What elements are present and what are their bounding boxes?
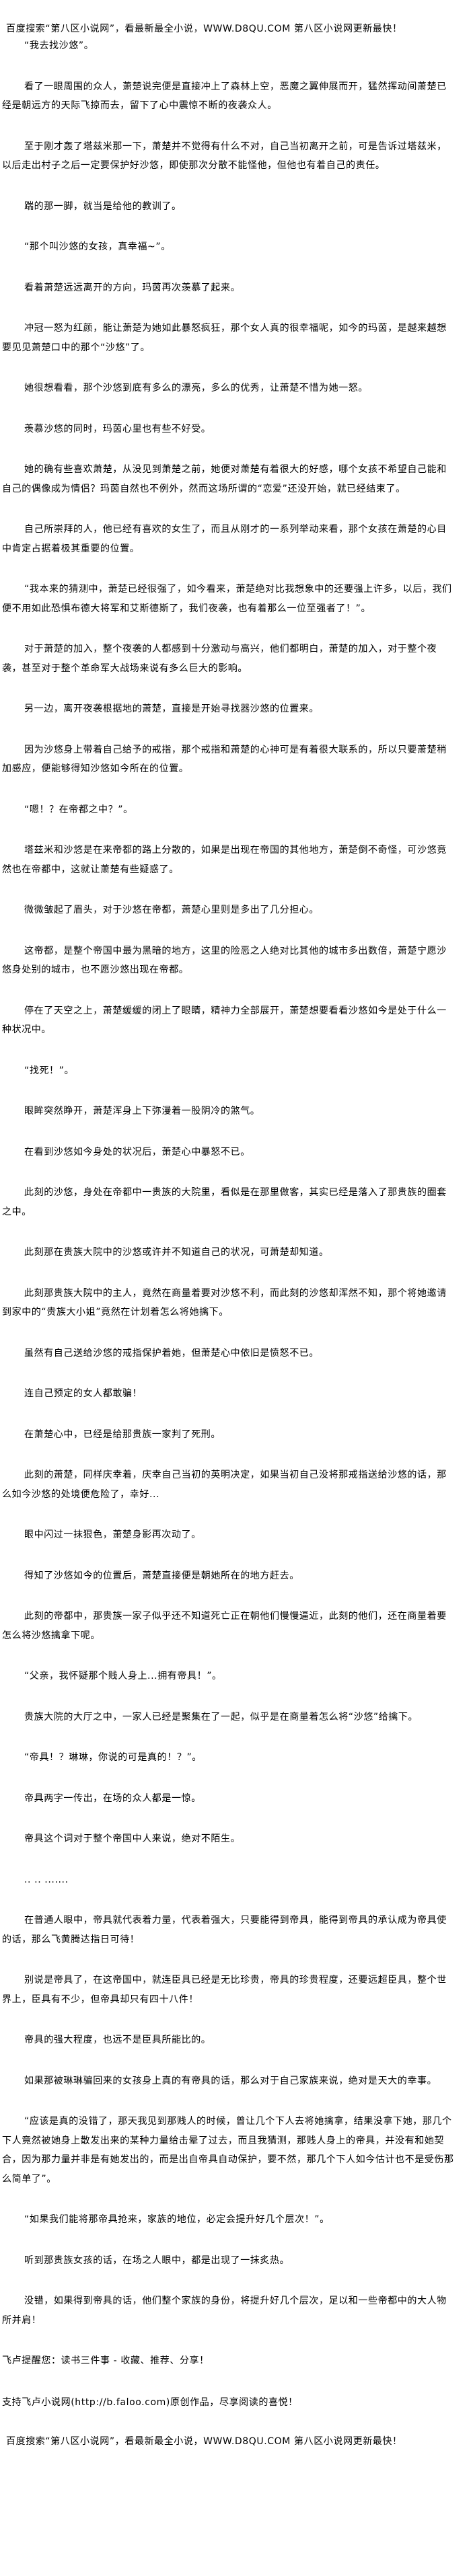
chapter-body: “我去找沙悠”。看了一眼周围的众人，萧楚说完便是直接冲上了森林上空，恶魔之翼伸展… — [2, 36, 455, 2330]
paragraph: 因为沙悠身上带着自己给予的戒指，那个戒指和萧楚的心神可是有着很大联系的，所以只要… — [2, 744, 447, 775]
paragraph: 此刻那贵族大院中的主人，竟然在商量着要对沙悠不利，而此刻的沙悠却浑然不知，那个将… — [2, 1287, 447, 1318]
paragraph: 塔兹米和沙悠是在来帝都的路上分散的，如果是出现在帝国的其他地方，萧楚倒不奇怪，可… — [2, 845, 447, 875]
paragraph: 对于萧楚的加入，整个夜袭的人都感到十分激动与高兴，他们都明白，萧楚的加入，对于整… — [2, 644, 437, 674]
faloo-reminder: 飞卢提醒您：读书三件事 - 收藏、推荐、分享！ — [2, 2355, 209, 2366]
site-notice-top: 百度搜索“第八区小说网”，看最新最全小说，WWW.D8QU.COM 第八区小说网… — [6, 24, 402, 34]
paragraph: “嗯！？在帝都之中？”。 — [24, 804, 133, 815]
paragraph: 此刻的沙悠，身处在帝都中一贵族的大院里，看似是在那里做客，其实已经是落入了那贵族… — [2, 1187, 447, 1217]
paragraph: 看着萧楚远远离开的方向，玛茵再次羡慕了起来。 — [24, 282, 241, 293]
site-notice-bottom: 百度搜索“第八区小说网”，看最新最全小说，WWW.D8QU.COM 第八区小说网… — [6, 2436, 402, 2447]
paragraph: 帝具两字一传出，在场的众人都是一惊。 — [24, 1792, 201, 1804]
paragraph: 在普通人眼中，帝具就代表着力量，代表着强大，只要能得到帝具，能得到帝具的承认成为… — [2, 1915, 447, 1945]
paragraph: 没错，如果得到帝具的话，他们整个家族的身份，将提升好几个层次，足以和一些帝都中的… — [2, 2296, 447, 2326]
paragraph: 看了一眼周围的众人，萧楚说完便是直接冲上了森林上空，恶魔之翼伸展而开，猛然挥动间… — [2, 81, 447, 112]
paragraph: 至于刚才轰了塔兹米那一下，萧楚并不觉得有什么不对，自己当初离开之前，可是告诉过塔… — [2, 141, 447, 172]
paragraph: 得知了沙悠如今的位置后，萧楚直接便是朝她所在的地方赶去。 — [24, 1570, 299, 1581]
paragraph: 在看到沙悠如今身处的状况后，萧楚心中暴怒不已。 — [24, 1146, 250, 1158]
paragraph: 在萧楚心中，已经是给那贵族一家判了死刑。 — [24, 1429, 221, 1440]
paragraph: 冲冠一怒为红颜，能让萧楚为她如此暴怒疯狂，那个女人真的很幸福呢，如今的玛茵，是越… — [2, 323, 447, 353]
paragraph: 帝具这个词对于整个帝国中人来说，绝对不陌生。 — [24, 1833, 241, 1844]
faloo-support-text: 支持飞卢小说网(http://b.faloo.com)原创作品，尽享阅读的喜悦！ — [2, 2396, 298, 2408]
paragraph: “帝具！？琳琳，你说的可是真的！？”。 — [24, 1752, 202, 1763]
paragraph: 听到那贵族女孩的话，在场之人眼中，都是出现了一抹炙热。 — [24, 2255, 290, 2266]
paragraph: .. .. ....... — [24, 1874, 69, 1885]
paragraph: 贵族大院的大厅之中，一家人已经是聚集在了一起，似乎是在商量着怎么将“沙悠”给擒下… — [24, 1711, 419, 1722]
paragraph: 踹的那一脚，就当是给他的教训了。 — [24, 200, 182, 212]
paragraph: 此刻那在贵族大院中的沙悠或许并不知道自己的状况，可萧楚却知道。 — [24, 1247, 329, 1258]
paragraph: 她很想看看，那个沙悠到底有多么的漂亮，多么的优秀，让萧楚不惜为她一怒。 — [24, 383, 368, 393]
paragraph: 眼中闪过一抹狠色，萧楚身影再次动了。 — [24, 1529, 201, 1540]
paragraph: 此刻的萧楚，同样庆幸着，庆幸自己当初的英明决定，如果当初自己没将那戒指送给沙悠的… — [2, 1470, 447, 1500]
paragraph: 微微皱起了眉头，对于沙悠在帝都，萧楚心里则是多出了几分担心。 — [24, 905, 319, 915]
paragraph: 另一边，离开夜袭根据地的萧楚，直接是开始寻找器沙悠的位置来。 — [24, 704, 319, 714]
paragraph: 别说是帝具了，在这帝国中，就连臣具已经是无比珍贵，帝具的珍贵程度，还要远超臣具，… — [2, 1975, 447, 2005]
paragraph: 虽然有自己送给沙悠的戒指保护着她，但萧楚心中依旧是愤怒不已。 — [24, 1347, 319, 1359]
paragraph: 这帝都，是整个帝国中最为黑暗的地方，这里的险恶之人绝对比其他的城市多出数倍，萧楚… — [2, 945, 447, 976]
paragraph: 如果那被琳琳骗回来的女孩身上真的有帝具的话，那么对于自己家族来说，绝对是天大的幸… — [24, 2075, 437, 2086]
paragraph: 自己所崇拜的人，他已经有喜欢的女生了，而且从刚才的一系列举动来看，那个女孩在萧楚… — [2, 524, 447, 554]
paragraph: “那个叫沙悠的女孩，真幸福~”。 — [24, 241, 171, 252]
paragraph: “父亲，我怀疑那个贱人身上...拥有帝具！”。 — [24, 1671, 222, 1681]
paragraph: 停在了天空之上，萧楚缓缓的闭上了眼睛，精神力全部展开，萧楚想要看看沙悠如今是处于… — [2, 1005, 447, 1036]
page-footer: 飞卢提醒您：读书三件事 - 收藏、推荐、分享！ 支持飞卢小说网(http://b… — [2, 2351, 455, 2449]
paragraph: 羡慕沙悠的同时，玛茵心里也有些不好受。 — [24, 423, 211, 434]
paragraph: “我去找沙悠”。 — [24, 40, 94, 51]
paragraph: “应该是真的没错了，那天我见到那贱人的时候，曾让几个下人去将她擒拿，结果没拿下她… — [2, 2116, 454, 2185]
paragraph: 她的确有些喜欢萧楚，从没见到萧楚之前，她便对萧楚有着很大的好感，哪个女孩不希望自… — [2, 464, 447, 494]
paragraph: 眼眸突然睁开，萧楚浑身上下弥漫着一股阴冷的煞气。 — [24, 1106, 260, 1116]
paragraph: 帝具的强大程度，也远不是臣具所能比的。 — [24, 2035, 211, 2045]
paragraph: 连自己预定的女人都敢骗！ — [24, 1388, 143, 1399]
paragraph: “找死！”。 — [24, 1065, 75, 1076]
paragraph: “我本来的猜测中，萧楚已经很强了，如今看来，萧楚绝对比我想象中的还要强上许多，以… — [2, 584, 452, 614]
paragraph: 此刻的帝都中，那贵族一家子似乎还不知道死亡正在朝他们慢慢逼近，此刻的他们，还在商… — [2, 1611, 447, 1641]
paragraph: “如果我们能将那帝具抢来，家族的地位，必定会提升好几个层次！”。 — [24, 2214, 330, 2225]
